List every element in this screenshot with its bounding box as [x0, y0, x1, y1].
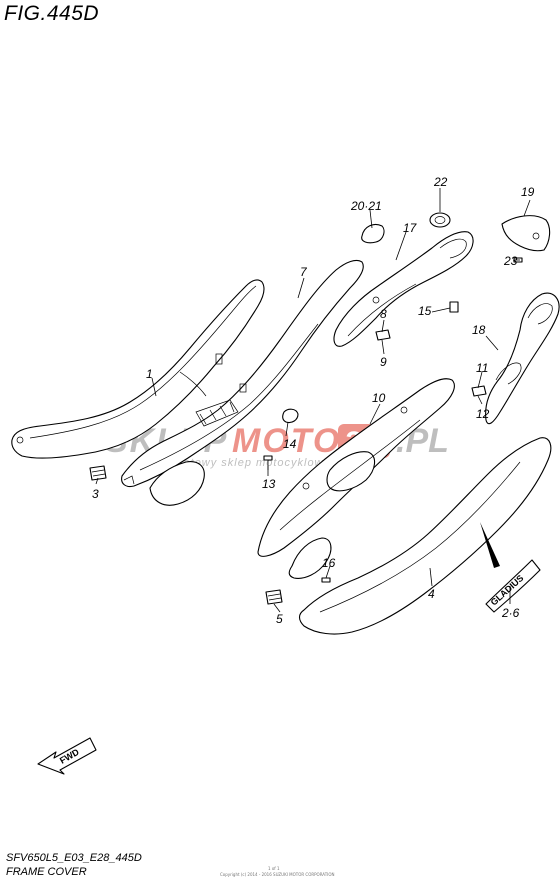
callouts: 1 3 7 14 13 17 20·21 22 19 23 15 8 9 18 … — [92, 175, 535, 626]
callout-18: 18 — [472, 323, 486, 337]
part-10-lower-frame[interactable] — [257, 378, 455, 579]
callout-5: 5 — [276, 612, 283, 626]
watermark-brand-mid: MOTO — [232, 422, 341, 460]
callout-1: 1 — [146, 367, 153, 381]
callout-11: 11 — [476, 361, 488, 375]
part-7-center-frame[interactable] — [121, 259, 364, 506]
callout-7: 7 — [300, 265, 308, 279]
part-3-grommet[interactable] — [89, 465, 107, 481]
callout-14: 14 — [283, 437, 297, 451]
leader-lines — [95, 188, 531, 613]
callout-13: 13 — [262, 477, 276, 491]
part-15-clip[interactable] — [449, 301, 459, 313]
callout-19: 19 — [521, 185, 535, 199]
figure-code: SFV650L5_E03_E28_445D — [6, 852, 142, 864]
part-8-9-damper[interactable] — [375, 329, 391, 341]
part-5-grommet[interactable] — [265, 589, 283, 605]
callout-4: 4 — [428, 587, 435, 601]
part-14-cushion[interactable] — [282, 408, 299, 424]
callout-22: 22 — [433, 175, 448, 189]
part-11-12-damper[interactable] — [471, 385, 487, 397]
callout-3: 3 — [92, 487, 99, 501]
callout-10: 10 — [372, 391, 386, 405]
callout-15: 15 — [418, 304, 432, 318]
fwd-arrow: FWD — [37, 737, 97, 775]
callout-23: 23 — [503, 254, 518, 268]
figure-name: FRAME COVER — [6, 866, 87, 878]
callout-16: 16 — [322, 556, 336, 570]
part-4-side-cover[interactable] — [298, 437, 552, 635]
part-17-upper-cover[interactable] — [333, 231, 474, 347]
callout-17: 17 — [403, 221, 418, 235]
callout-9: 9 — [380, 355, 387, 369]
part-18-tail-piece[interactable] — [485, 292, 560, 425]
part-16-screw[interactable] — [321, 577, 331, 583]
callout-8: 8 — [380, 307, 387, 321]
decal-text: GLADIUS — [489, 573, 526, 608]
callout-12: 12 — [476, 407, 490, 421]
part-22-grommet[interactable] — [429, 212, 451, 228]
part-20-21-bracket[interactable] — [361, 223, 385, 244]
part-1-left-cover[interactable] — [11, 279, 265, 459]
part-19-tail-cap[interactable] — [501, 215, 551, 252]
figure-title: FIG.445D — [4, 2, 100, 25]
callout-20-21: 20·21 — [350, 199, 382, 213]
copyright-note: Copyright (c) 2014 - 2016 SUZUKI MOTOR C… — [220, 872, 335, 877]
page-note: 1 of 1 — [268, 866, 280, 871]
callout-2-6: 2·6 — [501, 606, 520, 620]
